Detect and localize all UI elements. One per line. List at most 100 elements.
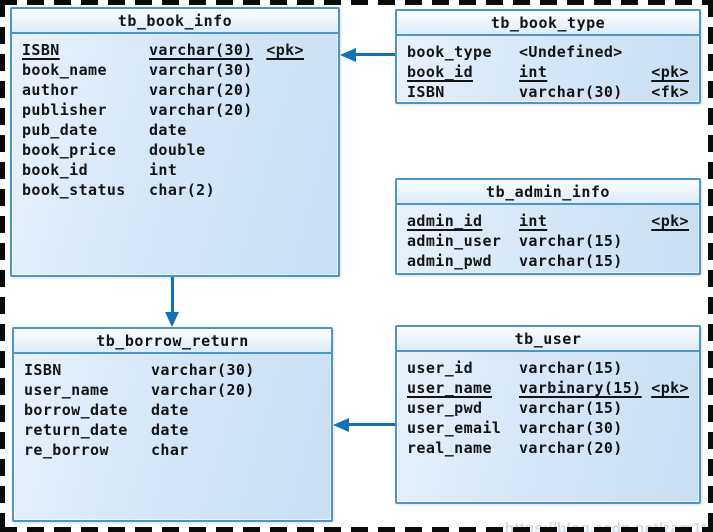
field-name: user_id (407, 359, 474, 377)
field-key (304, 60, 328, 80)
field-type: varchar(30) (149, 61, 253, 79)
table-tb-book-type: tb_book_type book_type <Undefined> book_… (395, 9, 701, 104)
table-fields: book_type <Undefined> book_id int <pk> I… (397, 36, 699, 102)
field-row: book_price double (22, 140, 328, 160)
field-row: re_borrow char (24, 440, 321, 460)
relationship-line-booktype-bookinfo (353, 53, 395, 56)
arrowhead-left-icon (333, 418, 349, 432)
frame-border-left (0, 0, 5, 532)
relationship-line-user-borrowreturn (346, 423, 395, 426)
field-row: author varchar(20) (22, 80, 328, 100)
table-tb-borrow-return: tb_borrow_return ISBN varchar(30) user_n… (12, 327, 333, 522)
field-type: varchar(30) (519, 419, 623, 437)
table-fields: ISBN varchar(30) <pk> book_name varchar(… (12, 34, 338, 200)
field-row: publisher varchar(20) (22, 100, 328, 120)
field-name: admin_pwd (407, 252, 492, 270)
field-key (304, 160, 328, 180)
field-type: int (519, 212, 548, 230)
field-row: real_name varchar(20) (407, 438, 689, 458)
field-key: <pk> (266, 41, 304, 59)
field-type: date (149, 121, 187, 139)
field-name: pub_date (22, 121, 98, 139)
field-row: ISBN varchar(30) <pk> (22, 40, 328, 60)
field-row: user_email varchar(30) (407, 418, 689, 438)
field-name: book_id (22, 161, 89, 179)
table-tb-user: tb_user user_id varchar(15) user_name va… (395, 325, 701, 504)
field-name: user_name (24, 381, 109, 399)
field-row: book_name varchar(30) (22, 60, 328, 80)
field-name: book_id (407, 63, 474, 81)
arrowhead-down-icon (165, 312, 179, 327)
field-type: varchar(15) (519, 359, 623, 377)
field-type: double (149, 141, 206, 159)
table-fields: ISBN varchar(30) user_name varchar(20) b… (14, 354, 331, 460)
field-key: <pk> (651, 379, 689, 397)
field-row: return_date date (24, 420, 321, 440)
field-key (304, 100, 328, 120)
field-type: char (151, 441, 189, 459)
field-key (304, 180, 328, 200)
arrowhead-left-icon (340, 48, 356, 62)
field-name: ISBN (22, 41, 60, 59)
table-tb-admin-info: tb_admin_info admin_id int <pk> admin_us… (395, 178, 701, 275)
field-row: book_status char(2) (22, 180, 328, 200)
table-title: tb_book_info (12, 9, 338, 34)
field-key (304, 140, 328, 160)
field-name: admin_user (407, 232, 502, 250)
field-key (304, 120, 328, 140)
table-title: tb_book_type (397, 11, 699, 36)
field-row: user_pwd varchar(15) (407, 398, 689, 418)
field-type: varchar(15) (519, 399, 623, 417)
field-type: varchar(30) (149, 41, 253, 59)
field-row: admin_id int <pk> (407, 211, 689, 231)
field-name: user_pwd (407, 399, 483, 417)
field-row: user_name varchar(20) (24, 380, 321, 400)
field-name: author (22, 81, 79, 99)
table-fields: admin_id int <pk> admin_user varchar(15)… (397, 205, 699, 271)
frame-border-top (0, 0, 713, 5)
table-title: tb_borrow_return (14, 329, 331, 354)
field-name: book_name (22, 61, 107, 79)
field-row: ISBN varchar(30) (24, 360, 321, 380)
field-name: user_email (407, 419, 502, 437)
field-row: book_id int <pk> (407, 62, 689, 82)
field-row: book_id int (22, 160, 328, 180)
field-row: pub_date date (22, 120, 328, 140)
field-name: book_status (22, 181, 126, 199)
field-name: publisher (22, 101, 107, 119)
field-row: user_name varbinary(15) <pk> (407, 378, 689, 398)
field-row: user_id varchar(15) (407, 358, 689, 378)
field-name: book_price (22, 141, 117, 159)
field-row: borrow_date date (24, 400, 321, 420)
field-type: char(2) (149, 181, 216, 199)
field-key: <pk> (651, 212, 689, 230)
field-type: <Undefined> (519, 43, 623, 61)
field-name: real_name (407, 439, 492, 457)
field-type: varchar(15) (519, 232, 623, 250)
field-type: varchar(20) (149, 81, 253, 99)
field-row: ISBN varchar(30) <fk> (407, 82, 689, 102)
field-name: admin_id (407, 212, 483, 230)
field-name: re_borrow (24, 441, 109, 459)
field-type: int (149, 161, 178, 179)
field-name: borrow_date (24, 401, 128, 419)
table-title: tb_admin_info (397, 180, 699, 205)
field-type: int (519, 63, 548, 81)
field-key (304, 80, 328, 100)
field-type: date (151, 401, 189, 419)
field-type: varchar(30) (151, 361, 255, 379)
field-type: varchar(15) (519, 252, 623, 270)
field-key: <pk> (651, 63, 689, 81)
frame-border-right (708, 0, 713, 532)
field-key: <fk> (651, 83, 689, 101)
field-name: return_date (24, 421, 128, 439)
field-type: date (151, 421, 189, 439)
field-type: varchar(20) (151, 381, 255, 399)
field-name: ISBN (407, 83, 445, 101)
field-row: admin_pwd varchar(15) (407, 251, 689, 271)
relationship-line-bookinfo-borrowreturn (171, 277, 174, 314)
field-type: varchar(20) (149, 101, 253, 119)
field-row: book_type <Undefined> (407, 42, 689, 62)
field-name: ISBN (24, 361, 62, 379)
